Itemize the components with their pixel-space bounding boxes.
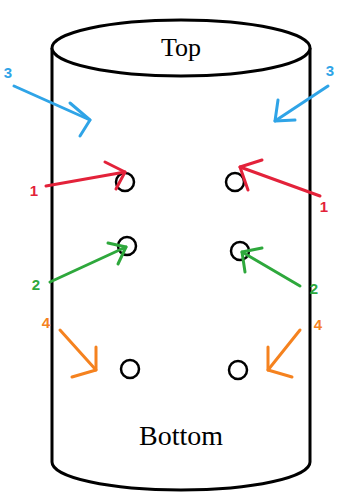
leader-arrow (14, 86, 328, 377)
callout-number: 1 (30, 183, 38, 198)
callout-number: 2 (310, 281, 318, 296)
callout-number: 3 (4, 65, 12, 80)
callout-number: 2 (32, 277, 40, 292)
callout-number: 3 (326, 63, 334, 78)
hole (116, 173, 249, 379)
end-label: Bottom (139, 422, 223, 450)
callout-number: 4 (314, 317, 322, 332)
end-label: Top (161, 35, 201, 61)
callout-number: 1 (320, 199, 328, 214)
callout-number: 4 (42, 315, 50, 330)
cylinder-outline (52, 20, 310, 490)
